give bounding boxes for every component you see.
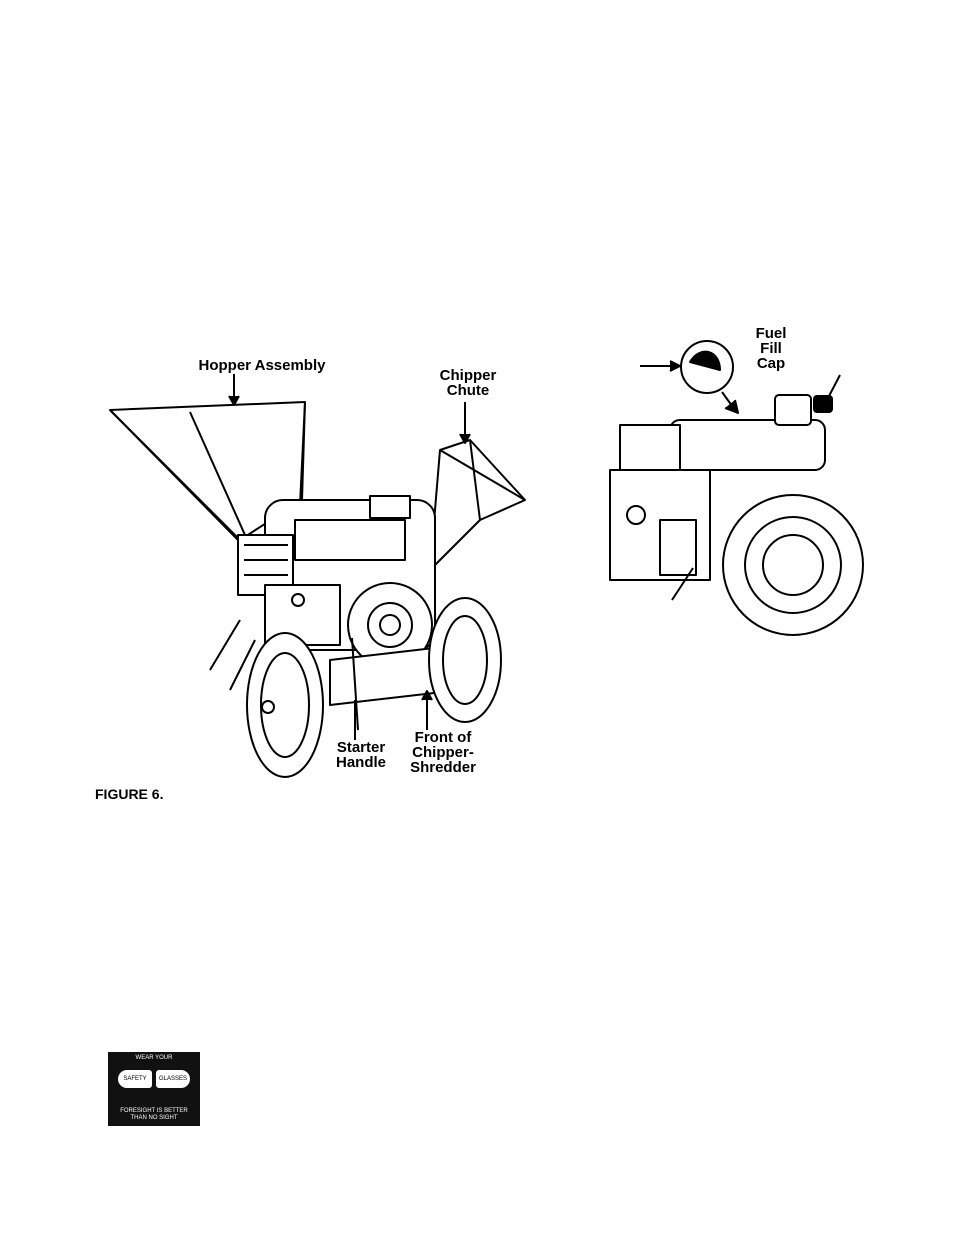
engine-tank [670,420,825,470]
label-fuel-fill-cap: Fuel Fill Cap [746,326,796,371]
label-front-of-chipper-shredder: Front of Chipper- Shredder [402,730,484,775]
label-hopper-assembly: Hopper Assembly [192,358,332,373]
badge-bottom-text: FORESIGHT IS BETTER THAN NO SIGHT [108,1108,200,1122]
safety-glasses-badge: WEAR YOUR SAFETY GLASSES FORESIGHT IS BE… [108,1052,200,1126]
label-starter-handle: Starter Handle [328,740,394,770]
badge-left-lens: SAFETY [118,1070,152,1088]
label-chipper-chute: Chipper Chute [430,368,506,398]
figure-caption: FIGURE 6. [95,787,163,802]
badge-top-text: WEAR YOUR [108,1055,200,1061]
badge-right-lens: GLASSES [156,1070,190,1088]
